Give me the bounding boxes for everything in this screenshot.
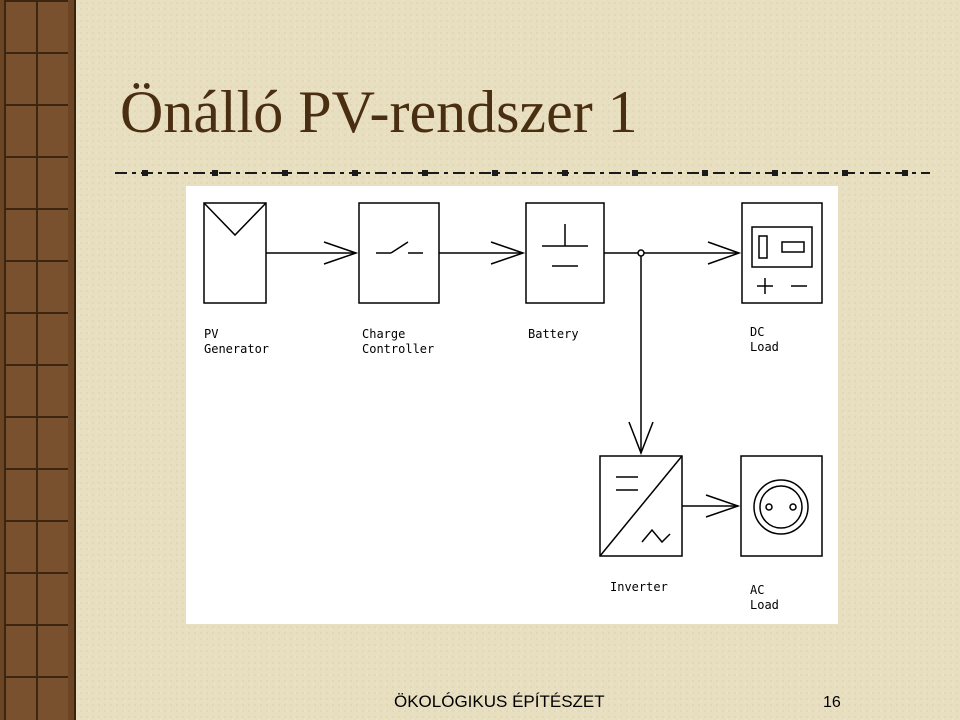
- ac-load-block: [740, 455, 823, 557]
- pv-generator-label-line1: PV: [204, 327, 219, 341]
- title-divider: [115, 170, 930, 176]
- sidebar-pattern: [4, 0, 68, 720]
- slide-footer: ÖKOLÓGIKUS ÉPÍTÉSZET: [394, 692, 605, 711]
- inverter-label: Inverter: [610, 580, 668, 595]
- battery-label: Battery: [528, 327, 579, 342]
- charge-controller-label-line2: Controller: [362, 342, 435, 356]
- charge-controller-label-line1: Charge: [362, 327, 406, 341]
- ac-load-label-line2: Load: [750, 598, 779, 612]
- dc-load-label-line1: DC: [750, 325, 765, 339]
- dc-load-label-line2: Load: [750, 340, 779, 354]
- connection-lines: [266, 241, 742, 518]
- battery-block: [525, 202, 605, 304]
- pv-generator-label-line2: Generator: [204, 342, 270, 356]
- slide-title: Önálló PV-rendszer 1: [120, 79, 638, 145]
- pv-generator-block: [203, 202, 267, 304]
- dc-load-block: [741, 202, 823, 304]
- page-number: 16: [823, 694, 841, 711]
- ac-load-label-line1: AC: [750, 583, 765, 597]
- battery-label-line1: Battery: [528, 327, 579, 341]
- inverter-block: [599, 455, 683, 557]
- decorative-sidebar: [0, 0, 76, 720]
- inverter-label-line1: Inverter: [610, 580, 668, 594]
- charge-controller-block: [358, 202, 440, 304]
